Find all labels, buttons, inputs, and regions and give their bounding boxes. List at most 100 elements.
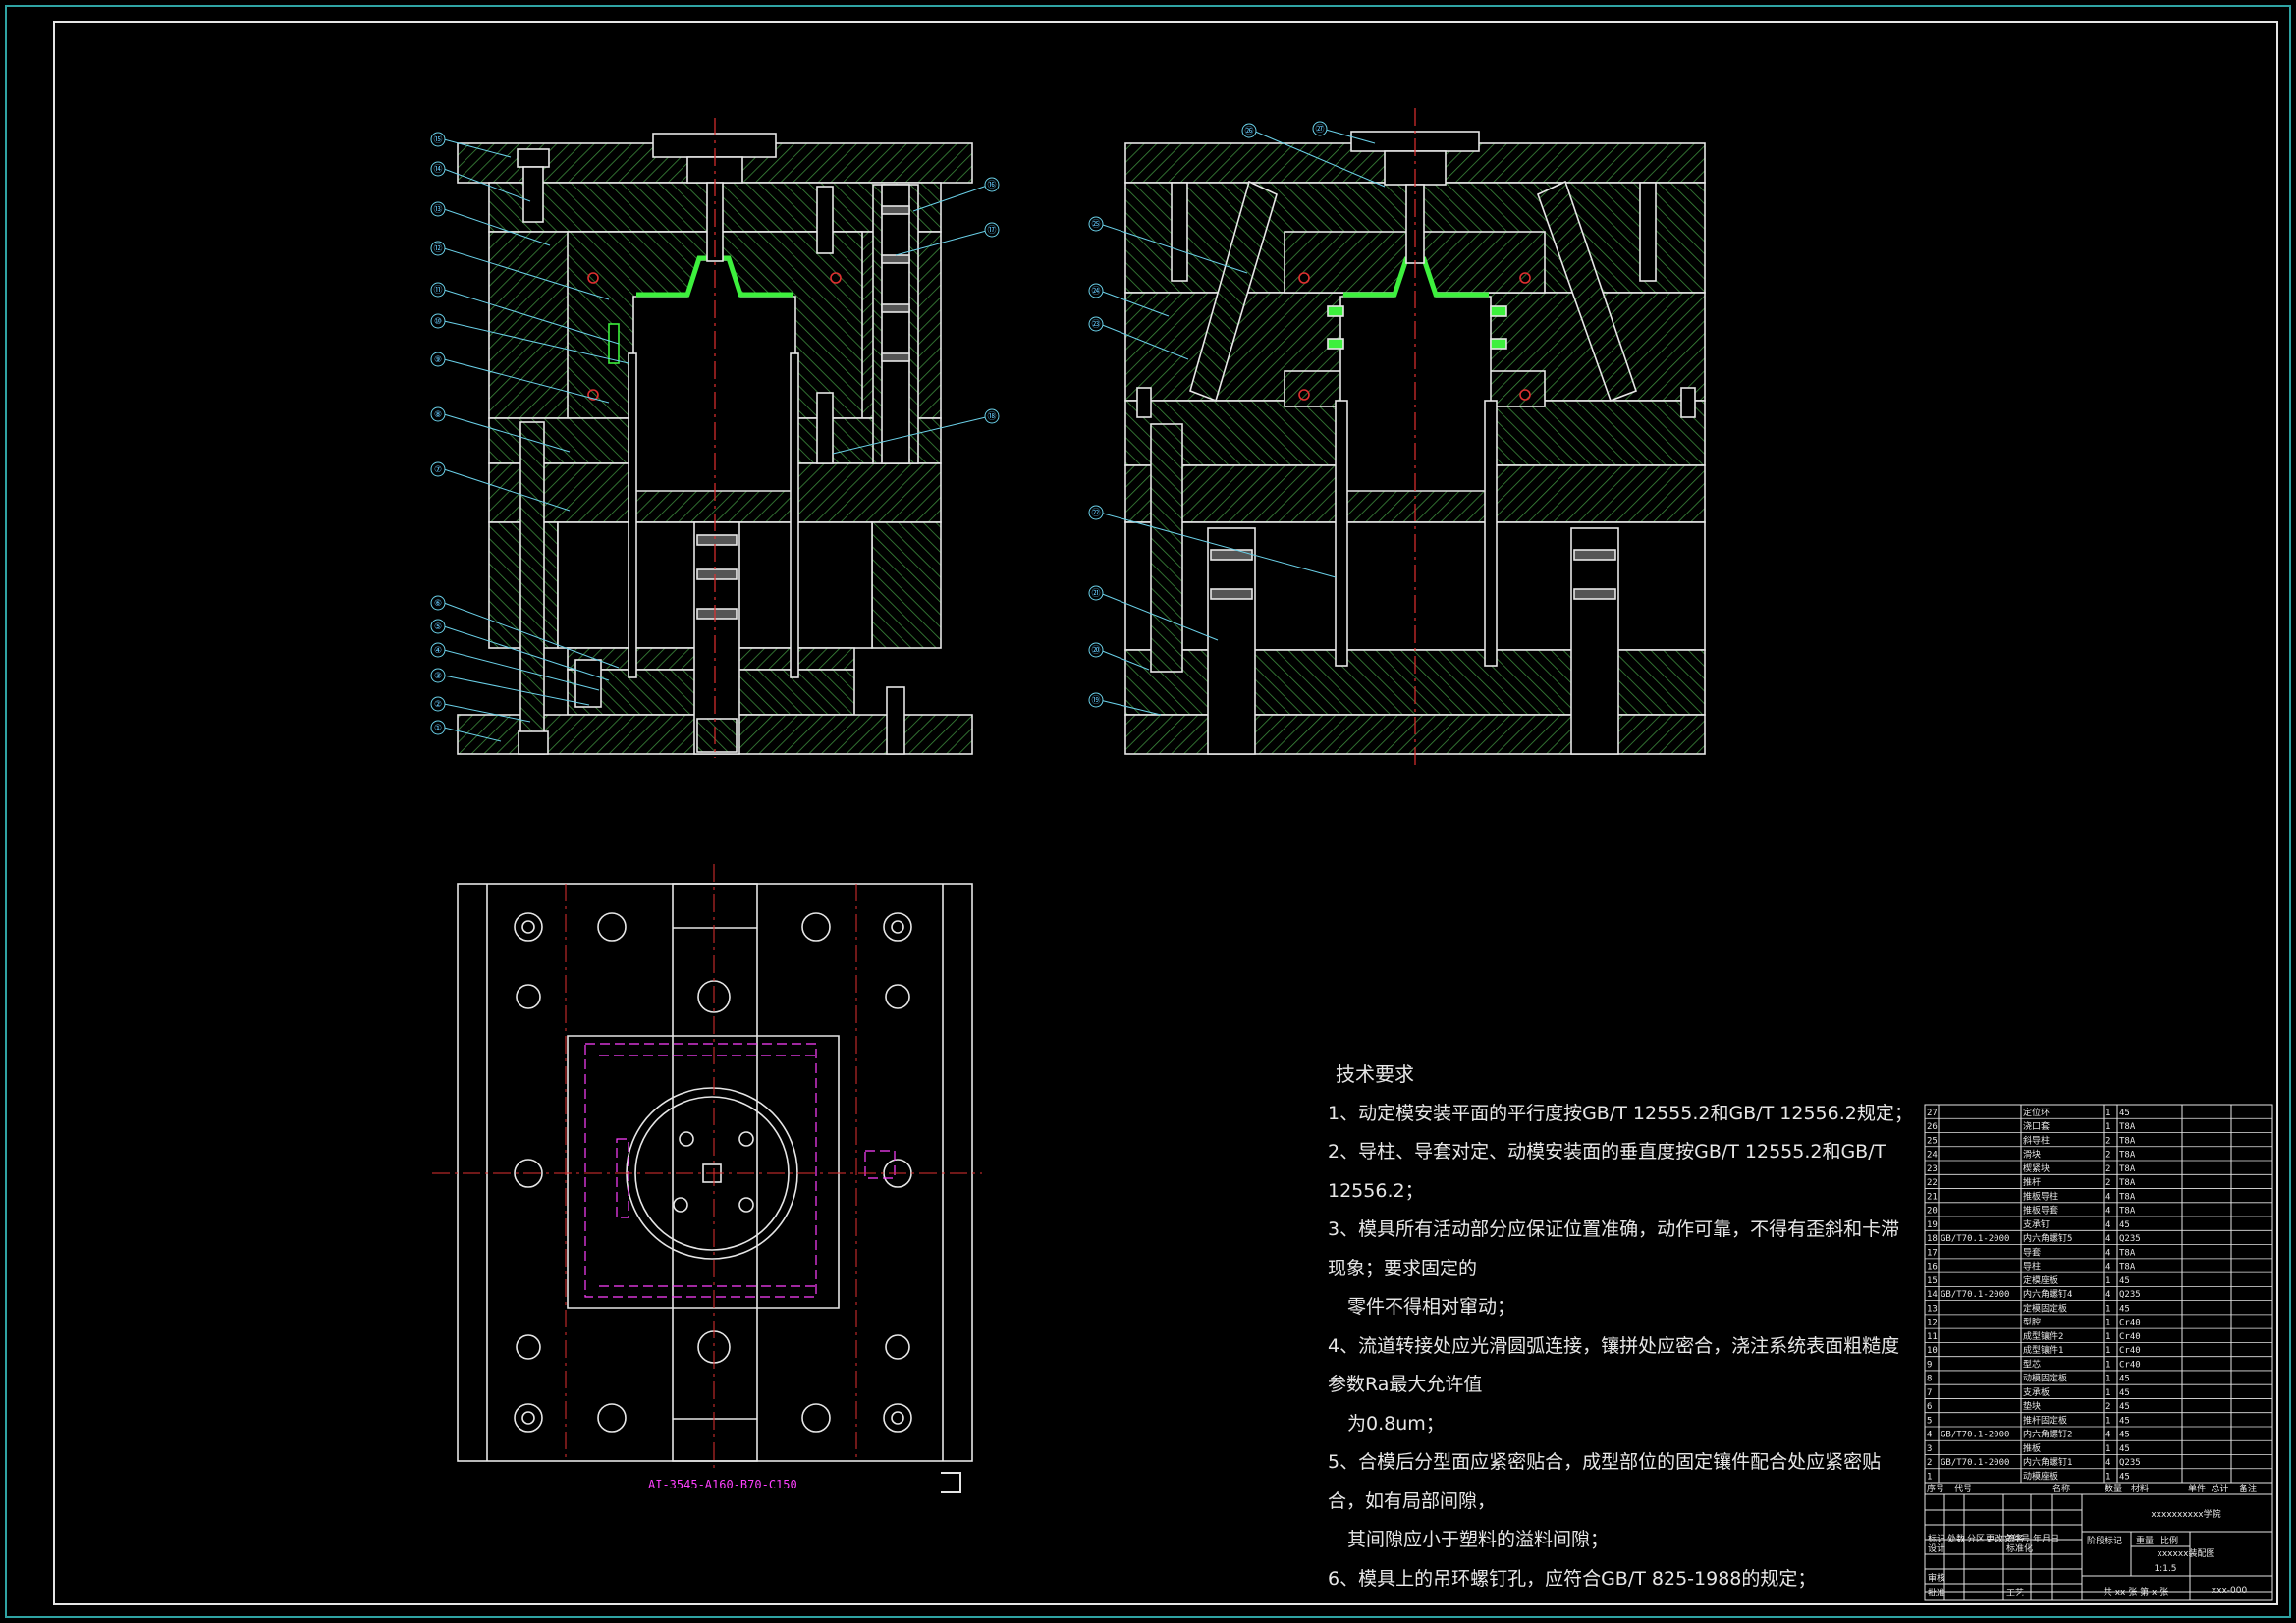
bom-header-note: 备注 xyxy=(2239,1483,2257,1494)
bom-cell-name: 定模固定板 xyxy=(2023,1302,2067,1314)
bom-cell-name: 推板导柱 xyxy=(2023,1190,2058,1202)
side-balloons xyxy=(1088,121,1328,708)
bom-cell-no: 26 xyxy=(1927,1122,1938,1132)
balloon-6: ⑥ xyxy=(434,599,442,609)
tech-item-2: 2、导柱、导套对定、动模安装面的垂直度按GB/T 12555.2和GB/T 12… xyxy=(1328,1141,1886,1202)
tb-label-count: 处数 xyxy=(1947,1533,1965,1544)
bom-cell-name: 定模座板 xyxy=(2023,1274,2058,1286)
bom-cell-mat: Q235 xyxy=(2119,1234,2141,1244)
balloon-5: ⑤ xyxy=(434,622,442,632)
bom-cell-qty: 4 xyxy=(2105,1248,2110,1258)
balloon-22: ㉒ xyxy=(1091,508,1100,518)
balloon-23: ㉓ xyxy=(1091,319,1100,330)
tech-item-3-cont: 零件不得相对窜动； xyxy=(1347,1296,1516,1318)
balloon-16: ⑯ xyxy=(987,180,996,190)
balloon-14: ⑭ xyxy=(433,164,442,175)
outer-border xyxy=(5,5,2291,1618)
balloon-17: ⑰ xyxy=(987,225,996,236)
front-balloons xyxy=(430,132,1000,735)
title-sheets: 共 xx 张 第 x 张 xyxy=(2104,1586,2168,1597)
front-balloon-labels: ⑮ ⑭ ⑬ ⑫ ⑪ ⑩ ⑨ ⑧ ⑦ ⑥ ⑤ ④ ③ ② ① ⑯ ⑰ ⑱ xyxy=(433,135,996,733)
bom-cell-qty: 2 xyxy=(2105,1178,2110,1188)
bom-cell-name: 内六角螺钉2 xyxy=(2023,1429,2072,1440)
balloon-27: ㉗ xyxy=(1315,124,1324,135)
balloon-2: ② xyxy=(434,700,442,710)
bom-cell-mat: T8A xyxy=(2119,1122,2136,1132)
bom-cell-no: 20 xyxy=(1927,1207,1938,1217)
bom-cell-no: 18 xyxy=(1927,1234,1938,1244)
bom-cell-name: 推板导套 xyxy=(2023,1205,2058,1217)
tech-title: 技术要求 xyxy=(1336,1062,1414,1086)
front-leaders xyxy=(443,138,991,742)
bom-cell-mat: T8A xyxy=(2119,1207,2136,1217)
section-arrow xyxy=(941,1472,961,1493)
bom-cell-mat: Cr40 xyxy=(2119,1332,2141,1342)
bom-cell-std: GB/T70.1-2000 xyxy=(1941,1234,2009,1244)
bom-cell-no: 16 xyxy=(1927,1263,1938,1272)
bom-cell-mat: Cr40 xyxy=(2119,1319,2141,1328)
bom-cell-qty: 1 xyxy=(2105,1346,2110,1356)
bom-cell-no: 21 xyxy=(1927,1192,1938,1202)
balloon-15: ⑮ xyxy=(433,135,442,145)
bom-cell-name: 定位环 xyxy=(2023,1107,2050,1118)
bom-cell-name: 支承钉 xyxy=(2023,1218,2050,1230)
bom-cell-mat: Q235 xyxy=(2119,1290,2141,1300)
bom-cell-mat: 45 xyxy=(2119,1388,2130,1398)
bom-cell-qty: 2 xyxy=(2105,1164,2110,1174)
bom-cell-qty: 2 xyxy=(2105,1151,2110,1161)
plan-view xyxy=(457,883,973,1462)
bom-cell-name: 楔紧块 xyxy=(2023,1163,2050,1174)
bom-cell-qty: 2 xyxy=(2105,1136,2110,1146)
bom-cell-no: 17 xyxy=(1927,1248,1938,1258)
bom-header-std: 代号 xyxy=(1954,1484,1972,1494)
side-balloon-labels: ㉖ ㉗ ㉕ ㉔ ㉓ ㉒ ㉑ ⑳ ⑲ xyxy=(1091,124,1324,706)
tb-label-date: 年月日 xyxy=(2033,1533,2059,1544)
bom-cell-std: GB/T70.1-2000 xyxy=(1941,1290,2009,1300)
bom-cell-name: 滑块 xyxy=(2023,1149,2041,1161)
tb-label-process: 工艺 xyxy=(2006,1588,2024,1598)
bom-cell-no: 6 xyxy=(1927,1402,1932,1412)
tb-label-stage: 阶段标记 xyxy=(2087,1535,2122,1546)
bom-cell-no: 22 xyxy=(1927,1178,1938,1188)
bom-cell-name: 推板 xyxy=(2023,1442,2041,1454)
balloon-25: ㉕ xyxy=(1091,219,1100,230)
balloon-8: ⑧ xyxy=(434,410,442,420)
bom-cell-no: 5 xyxy=(1927,1416,1932,1426)
side-leaders xyxy=(1099,129,1386,716)
bom-cell-qty: 1 xyxy=(2105,1109,2110,1118)
tb-label-mark: 标记 xyxy=(1928,1533,1945,1544)
tb-label-review: 审核 xyxy=(1928,1572,1945,1584)
tech-item-5-cont: 其间隙应小于塑料的溢料间隙； xyxy=(1347,1529,1610,1550)
bom-cell-qty: 4 xyxy=(2105,1431,2110,1440)
bom-cell-qty: 1 xyxy=(2105,1444,2110,1454)
title-scale: 1:1.5 xyxy=(2154,1564,2176,1574)
bom-cell-qty: 1 xyxy=(2105,1388,2110,1398)
tb-label-zone: 分区 xyxy=(1967,1534,1985,1544)
bom-cell-mat: T8A xyxy=(2119,1136,2136,1146)
bom-cell-mat: 45 xyxy=(2119,1109,2130,1118)
bom-cell-no: 4 xyxy=(1927,1431,1932,1440)
bom-cell-no: 24 xyxy=(1927,1151,1938,1161)
bom-cell-qty: 4 xyxy=(2105,1234,2110,1244)
bom-cell-no: 14 xyxy=(1927,1290,1938,1300)
bom-cell-mat: 45 xyxy=(2119,1444,2130,1454)
bom-cell-qty: 1 xyxy=(2105,1375,2110,1384)
bom-cell-mat: 45 xyxy=(2119,1220,2130,1230)
bom-cell-std: GB/T70.1-2000 xyxy=(1941,1431,2009,1440)
bom-cell-mat: 45 xyxy=(2119,1473,2130,1483)
bom-cell-name: 导柱 xyxy=(2023,1261,2041,1272)
title-school: xxxxxxxxxx学院 xyxy=(2151,1508,2220,1520)
bom-cell-no: 25 xyxy=(1927,1136,1938,1146)
bom-cell-no: 2 xyxy=(1927,1458,1932,1468)
bom-cell-no: 10 xyxy=(1927,1346,1938,1356)
bom-cell-name: 型芯 xyxy=(2023,1358,2041,1370)
bom-cell-qty: 4 xyxy=(2105,1220,2110,1230)
bom-cell-mat: 45 xyxy=(2119,1276,2130,1286)
balloon-3: ③ xyxy=(434,672,442,681)
bom-cell-name: 推杆固定板 xyxy=(2023,1414,2067,1426)
bom-cell-mat: T8A xyxy=(2119,1248,2136,1258)
bom-cell-mat: T8A xyxy=(2119,1192,2136,1202)
bom-cell-name: 推杆 xyxy=(2023,1176,2041,1188)
bom-cell-qty: 1 xyxy=(2105,1122,2110,1132)
tech-item-1: 1、动定模安装平面的平行度按GB/T 12555.2和GB/T 12556.2规… xyxy=(1328,1102,1913,1124)
